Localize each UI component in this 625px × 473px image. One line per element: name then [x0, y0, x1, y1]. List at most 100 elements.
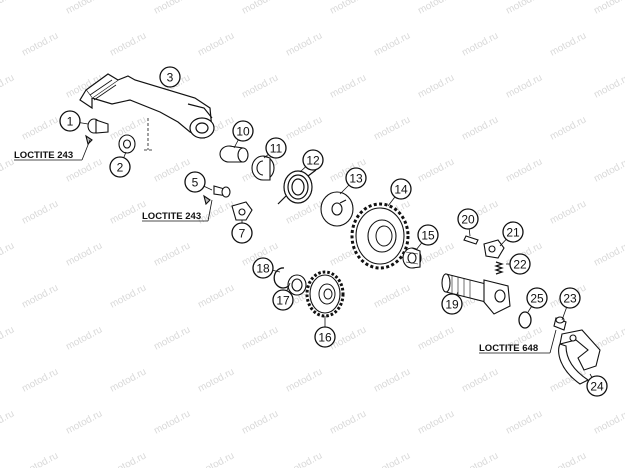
gear-part-14 — [350, 202, 410, 270]
callout-circle — [252, 257, 274, 279]
watermark-text: motod.ru — [416, 408, 456, 436]
watermark-text: motod.ru — [416, 156, 456, 184]
callout-circle — [586, 375, 608, 397]
watermark-text: motod.ru — [240, 408, 280, 436]
watermark-text: motod.ru — [416, 240, 456, 268]
bushing-part-10 — [219, 145, 249, 163]
loctite-label: LOCTITE 243 — [14, 150, 73, 161]
callout-circle — [231, 222, 253, 244]
watermark-text: motod.ru — [196, 450, 236, 468]
loctite-pointer — [81, 139, 91, 161]
watermark-text: motod.ru — [548, 30, 588, 58]
kick-lever-part — [79, 73, 215, 151]
screw-part-5 — [203, 185, 231, 206]
callout-circle — [457, 208, 479, 230]
watermark-text: motod.ru — [284, 30, 324, 58]
watermark-text: motod.ru — [416, 72, 456, 100]
watermark-text: motod.ru — [548, 114, 588, 142]
watermark-text: motod.ru — [0, 0, 16, 17]
watermark-text: motod.ru — [240, 0, 280, 17]
watermark-text: motod.ru — [592, 240, 625, 268]
callout-circle — [184, 171, 206, 193]
callout-circle — [345, 167, 367, 189]
callout-number: 22 — [513, 258, 527, 272]
watermark-text: motod.ru — [284, 450, 324, 468]
watermark-text: motod.ru — [152, 0, 192, 17]
watermark-text: motod.ru — [108, 450, 148, 468]
shaft-part-19 — [441, 273, 511, 315]
spring-part-12 — [277, 169, 317, 205]
callout-circle — [265, 137, 287, 159]
watermark-text: motod.ru — [416, 0, 456, 17]
washer-part-17 — [287, 274, 307, 296]
callout-circle — [417, 224, 439, 246]
watermark-text: motod.ru — [0, 324, 16, 352]
watermark-text: motod.ru — [20, 450, 60, 468]
callout-circle — [509, 253, 531, 275]
watermark-text: motod.ru — [372, 114, 412, 142]
callout-number: 2 — [117, 161, 124, 175]
callout-number: 13 — [349, 172, 363, 186]
watermark-text: motod.ru — [0, 240, 16, 268]
watermark-text: motod.ru — [504, 408, 544, 436]
watermark-text: motod.ru — [328, 72, 368, 100]
clip-part-7 — [231, 201, 253, 221]
bolt-part-1 — [85, 118, 109, 146]
callout-number: 18 — [256, 262, 270, 276]
watermark-text: motod.ru — [460, 30, 500, 58]
screw-part-23 — [553, 316, 567, 331]
watermark-text: motod.ru — [108, 30, 148, 58]
watermark-text: motod.ru — [20, 198, 60, 226]
watermark-text: motod.ru — [284, 366, 324, 394]
callout-circle — [109, 156, 131, 178]
watermark-text: motod.ru — [460, 450, 500, 468]
watermark-text: motod.ru — [64, 0, 104, 17]
callout-number: 21 — [506, 226, 520, 240]
watermark-text: motod.ru — [20, 114, 60, 142]
watermark-text: motod.ru — [152, 240, 192, 268]
watermark-text: motod.ru — [64, 324, 104, 352]
loctite-label: LOCTITE 243 — [142, 211, 201, 222]
watermark-text: motod.ru — [548, 450, 588, 468]
callout-number: 12 — [306, 154, 320, 168]
callout-circle — [314, 326, 336, 348]
watermark-text: motod.ru — [196, 282, 236, 310]
callout-number: 19 — [445, 298, 459, 312]
callout-circle — [59, 110, 81, 132]
callout-circle — [526, 287, 548, 309]
watermark-text: motod.ru — [372, 366, 412, 394]
watermark-text: motod.ru — [328, 408, 368, 436]
loctite-pointer — [207, 199, 213, 222]
loctite-label: LOCTITE 648 — [479, 343, 538, 354]
callout-number: 11 — [270, 142, 283, 156]
callout-circle — [159, 66, 181, 88]
watermark-text: motod.ru — [592, 408, 625, 436]
watermark-text: motod.ru — [460, 366, 500, 394]
watermark-text: motod.ru — [64, 240, 104, 268]
watermark-text: motod.ru — [372, 30, 412, 58]
watermark-text: motod.ru — [196, 30, 236, 58]
callout-number: 24 — [590, 380, 604, 394]
watermark-text: motod.ru — [240, 324, 280, 352]
watermark-text: motod.ru — [20, 282, 60, 310]
loctite-pointer — [549, 329, 557, 354]
oring-part-25 — [518, 311, 532, 329]
watermark-text: motod.ru — [504, 72, 544, 100]
callout-number: 7 — [239, 227, 246, 241]
callout-number: 25 — [530, 292, 544, 306]
callout-circle — [390, 178, 412, 200]
disc-part-13 — [320, 191, 354, 227]
bearing-part-11 — [251, 155, 275, 181]
callout-number: 17 — [276, 294, 290, 308]
watermark-text: motod.ru — [64, 408, 104, 436]
washer-part-2 — [118, 134, 136, 154]
watermark-text: motod.ru — [592, 0, 625, 17]
watermark-text: motod.ru — [0, 72, 16, 100]
watermark-text: motod.ru — [20, 366, 60, 394]
watermark-text: motod.ru — [284, 114, 324, 142]
callout-number: 23 — [563, 292, 577, 306]
watermark-text: motod.ru — [372, 282, 412, 310]
callout-circle — [302, 149, 324, 171]
